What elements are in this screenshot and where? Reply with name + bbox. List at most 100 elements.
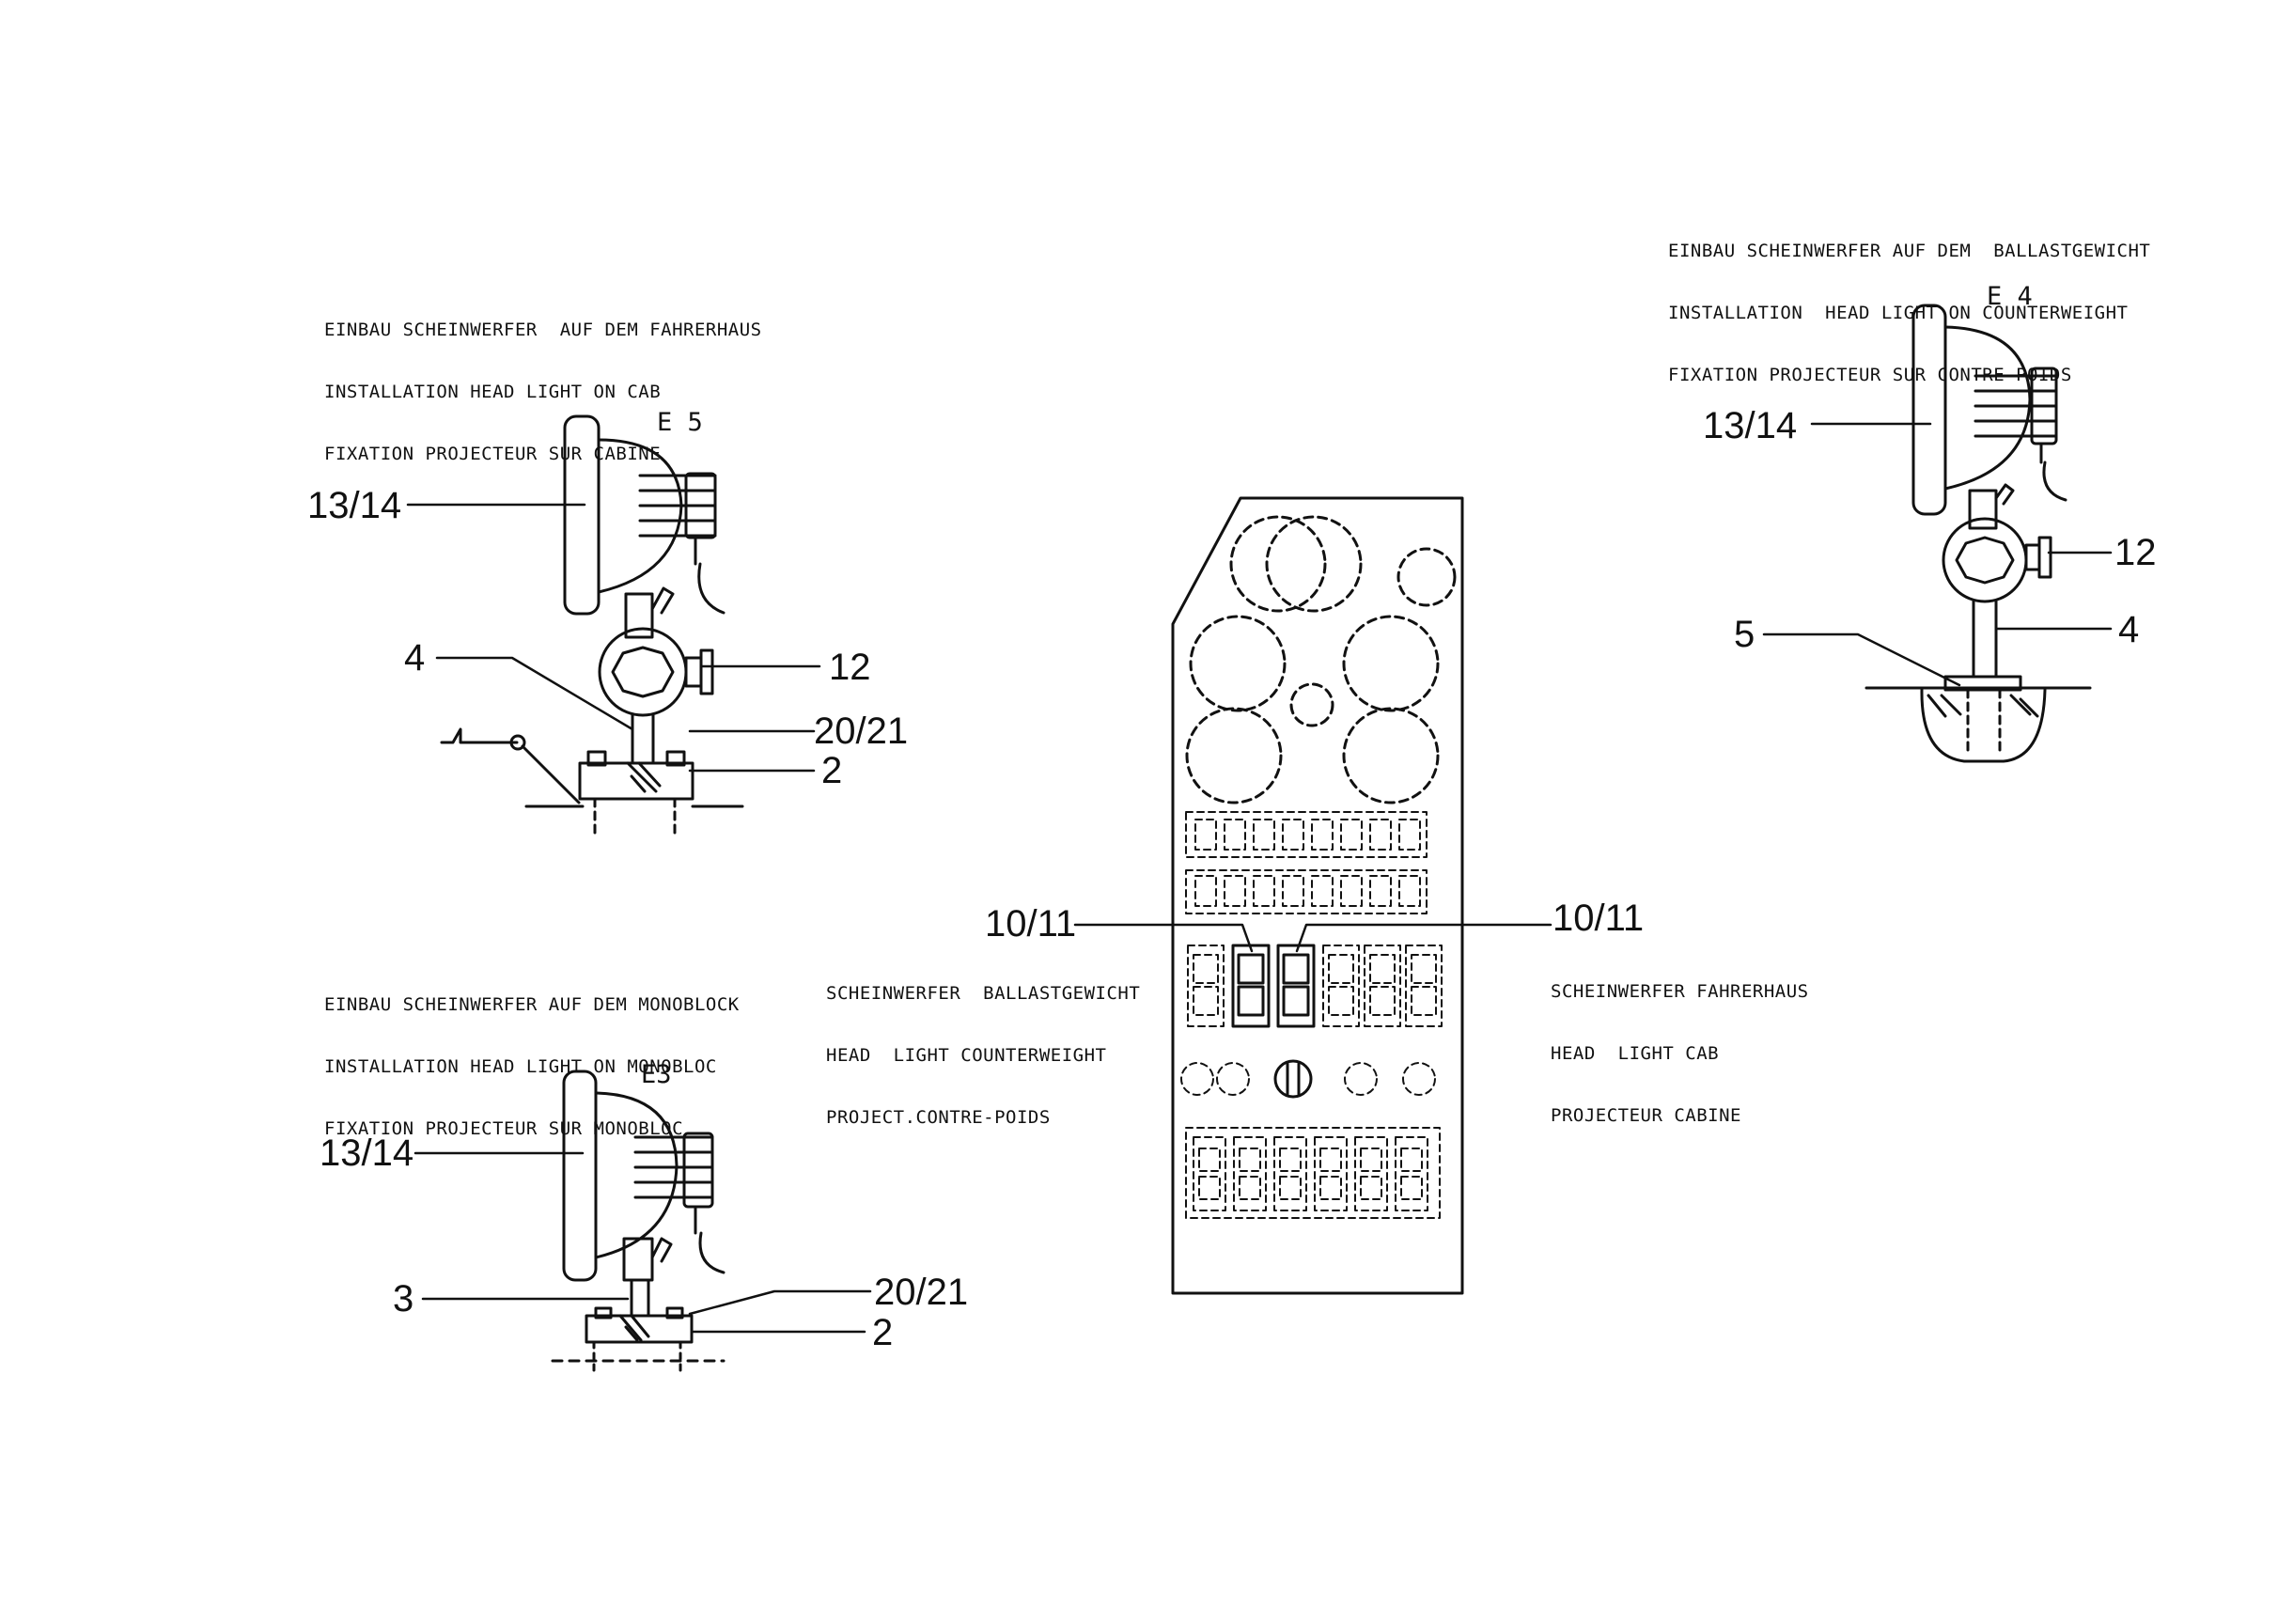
callout-e5-lamp: 13/14 — [307, 485, 402, 526]
designation-e5: E 5 — [657, 408, 703, 437]
panel-switch — [1224, 875, 1246, 907]
callout-panel-switch-left: 10/11 — [985, 903, 1077, 945]
headlight-e4 — [1911, 304, 2067, 516]
swivel-joint-e5 — [598, 586, 714, 763]
panel-switch — [1411, 954, 1437, 984]
callout-e5-rod: 4 — [404, 637, 426, 679]
panel-switch — [1187, 945, 1225, 1027]
panel-switch — [1194, 819, 1217, 851]
caption-monoblock: EINBAU SCHEINWERFER AUF DEM MONOBLOCK IN… — [324, 953, 740, 1180]
counterweight-mount-e4 — [1865, 675, 2092, 763]
designation-e4: E 4 — [1987, 282, 2033, 311]
panel-switch — [1400, 1148, 1423, 1172]
panel-switch — [1311, 819, 1334, 851]
panel-switch — [1194, 875, 1217, 907]
panel-switch — [1369, 819, 1392, 851]
callout-e3-base: 2 — [872, 1312, 894, 1353]
swivel-joint-e4 — [1942, 483, 2052, 679]
callout-e4-knob: 12 — [2114, 532, 2157, 573]
caption-line: EINBAU SCHEINWERFER AUF DEM FAHRERHAUS — [324, 320, 762, 340]
caption-cab: EINBAU SCHEINWERFER AUF DEM FAHRERHAUS I… — [324, 278, 762, 506]
callout-e4-mount: 5 — [1734, 614, 1755, 655]
panel-switch — [1400, 1176, 1423, 1200]
leaders-panel — [1073, 923, 1552, 953]
panel-switch — [1369, 954, 1396, 984]
panel-switch — [1185, 869, 1428, 914]
panel-switch — [1364, 945, 1401, 1027]
panel-switch — [1273, 1136, 1307, 1211]
headlight-e3 — [562, 1070, 726, 1282]
panel-switch — [1354, 1136, 1388, 1211]
mount-e3 — [551, 1237, 726, 1376]
callout-panel-switch-right: 10/11 — [1552, 898, 1645, 939]
panel-switch — [1340, 875, 1363, 907]
designation-e3: E3 — [641, 1060, 672, 1089]
caption-line: INSTALLATION HEAD LIGHT ON CAB — [324, 382, 662, 402]
mount-base-e5 — [440, 727, 744, 838]
panel-switch — [1198, 1176, 1221, 1200]
panel-switch — [1395, 1136, 1428, 1211]
panel-switch — [1360, 1176, 1382, 1200]
leaders-e3 — [413, 1151, 872, 1334]
callout-e4-lamp: 13/14 — [1703, 405, 1798, 446]
panel-switch — [1198, 1148, 1221, 1172]
caption-line: INSTALLATION HEAD LIGHT ON MONOBLOC — [324, 1056, 717, 1077]
caption-line: EINBAU SCHEINWERFER AUF DEM MONOBLOCK — [324, 994, 740, 1015]
panel-switch — [1360, 1148, 1382, 1172]
panel-switch — [1239, 1176, 1261, 1200]
panel-switch — [1253, 875, 1275, 907]
panel-switch — [1319, 1176, 1342, 1200]
panel-switch — [1279, 1148, 1302, 1172]
panel-switch — [1311, 875, 1334, 907]
panel-switch — [1319, 1148, 1342, 1172]
callout-e5-knob: 12 — [829, 647, 871, 688]
callout-e3-bolt: 3 — [393, 1278, 414, 1320]
panel-switch — [1340, 819, 1363, 851]
callout-e3-lamp: 13/14 — [320, 1132, 414, 1174]
panel-switch — [1276, 944, 1316, 1028]
panel-switch — [1237, 953, 1265, 985]
panel-switch — [1322, 945, 1360, 1027]
headlight-e5 — [563, 414, 726, 616]
caption-line: HEAD LIGHT CAB — [1551, 1043, 1720, 1064]
leaders-e4 — [1762, 422, 2113, 687]
panel-switch — [1185, 1127, 1441, 1219]
panel-switch — [1233, 1136, 1267, 1211]
panel-switch — [1193, 986, 1219, 1016]
panel-switch — [1282, 875, 1304, 907]
panel-switch — [1369, 986, 1396, 1016]
caption-line: INSTALLATION HEAD LIGHT ON COUNTERWEIGHT — [1668, 303, 2129, 323]
panel-switch — [1282, 953, 1310, 985]
panel-switch — [1239, 1148, 1261, 1172]
panel-switch — [1193, 1136, 1226, 1211]
caption-line: PROJECT.CONTRE-POIDS — [826, 1107, 1051, 1128]
caption-line: SCHEINWERFER FAHRERHAUS — [1551, 981, 1809, 1002]
panel-switch — [1398, 875, 1421, 907]
leaders-e5 — [406, 503, 821, 773]
caption-line: SCHEINWERFER BALLASTGEWICHT — [826, 983, 1141, 1004]
caption-line: FIXATION PROJECTEUR SUR MONOBLOC — [324, 1118, 684, 1139]
caption-line: PROJECTEUR CABINE — [1551, 1105, 1741, 1126]
callout-e4-rod: 4 — [2118, 609, 2140, 650]
caption-switch-cab: SCHEINWERFER FAHRERHAUS HEAD LIGHT CAB P… — [1551, 940, 1809, 1167]
callout-e5-base: 2 — [821, 750, 843, 791]
caption-counterweight: EINBAU SCHEINWERFER AUF DEM BALLASTGEWIC… — [1668, 199, 2150, 427]
panel-switch — [1282, 819, 1304, 851]
panel-switch — [1328, 986, 1354, 1016]
panel-switch — [1405, 945, 1443, 1027]
panel-switch — [1411, 986, 1437, 1016]
panel-switch — [1369, 875, 1392, 907]
panel-switch — [1282, 985, 1310, 1017]
caption-line: FIXATION PROJECTEUR SUR CABINE — [324, 444, 662, 464]
panel-switch — [1237, 985, 1265, 1017]
caption-line: EINBAU SCHEINWERFER AUF DEM BALLASTGEWIC… — [1668, 241, 2151, 261]
panel-switch — [1193, 954, 1219, 984]
panel-switch — [1279, 1176, 1302, 1200]
panel-switch — [1253, 819, 1275, 851]
panel-switch — [1185, 811, 1428, 858]
control-panel — [1171, 496, 1464, 1295]
caption-switch-counterweight: SCHEINWERFER BALLASTGEWICHT HEAD LIGHT C… — [826, 942, 1140, 1169]
callout-e5-screws: 20/21 — [814, 710, 909, 752]
panel-switch — [1328, 954, 1354, 984]
callout-e3-screws: 20/21 — [874, 1272, 969, 1313]
